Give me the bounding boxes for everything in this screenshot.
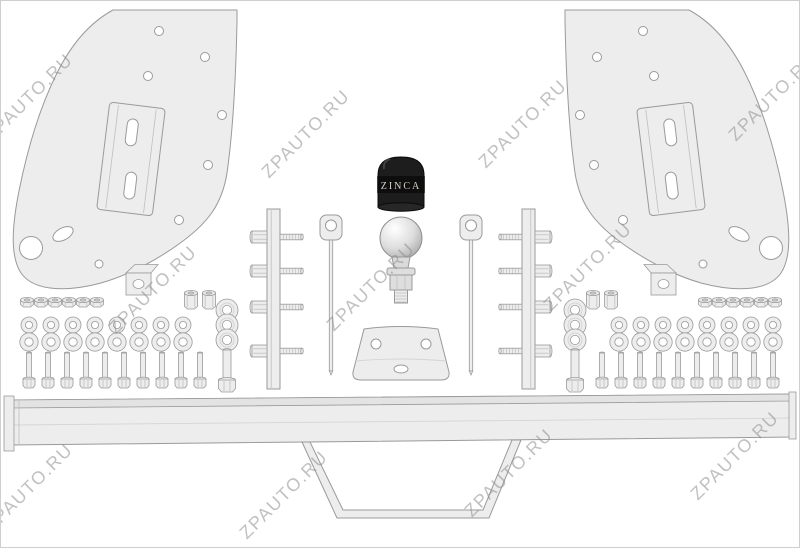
tow-ball <box>379 216 423 304</box>
ball-threaded-stud <box>394 289 408 304</box>
crossbeam-hoop <box>301 439 522 519</box>
cap-highlight <box>382 158 391 170</box>
center-bracket <box>352 326 450 381</box>
cap-rim <box>377 202 425 212</box>
crossbeam <box>3 391 797 519</box>
cap-label-band <box>377 176 425 193</box>
ball-sphere <box>379 216 423 260</box>
ball-collar <box>386 267 416 276</box>
crossbeam-right-endplate <box>788 391 797 440</box>
ball-neck <box>391 256 411 269</box>
ball-hex-flange <box>389 274 413 291</box>
cap-brand-text: ZINCA <box>381 181 422 192</box>
right-parts-group <box>460 10 789 392</box>
ball-cover-cap: ZINCA <box>377 156 425 212</box>
crossbeam-left-endplate <box>3 395 15 452</box>
left-parts-group <box>13 10 342 392</box>
